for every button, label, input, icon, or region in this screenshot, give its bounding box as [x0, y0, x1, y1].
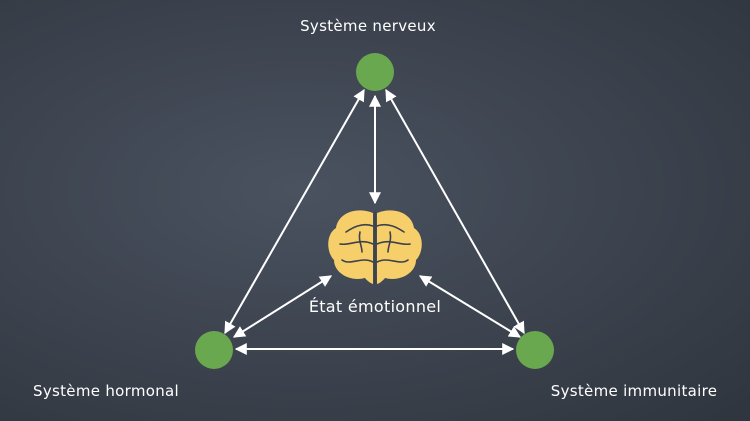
- node-right: [516, 331, 554, 369]
- label-nervous-system: Système nerveux: [300, 17, 436, 35]
- label-emotional-state: État émotionnel: [308, 297, 442, 316]
- label-immune-system: Système immunitaire: [550, 382, 718, 400]
- node-left: [195, 331, 233, 369]
- node-top: [356, 53, 394, 91]
- arrow-right-brain: [418, 275, 522, 338]
- brain-icon: [328, 210, 422, 285]
- arrow-left-brain: [232, 275, 333, 338]
- label-hormonal-system: Système hormonal: [33, 382, 179, 400]
